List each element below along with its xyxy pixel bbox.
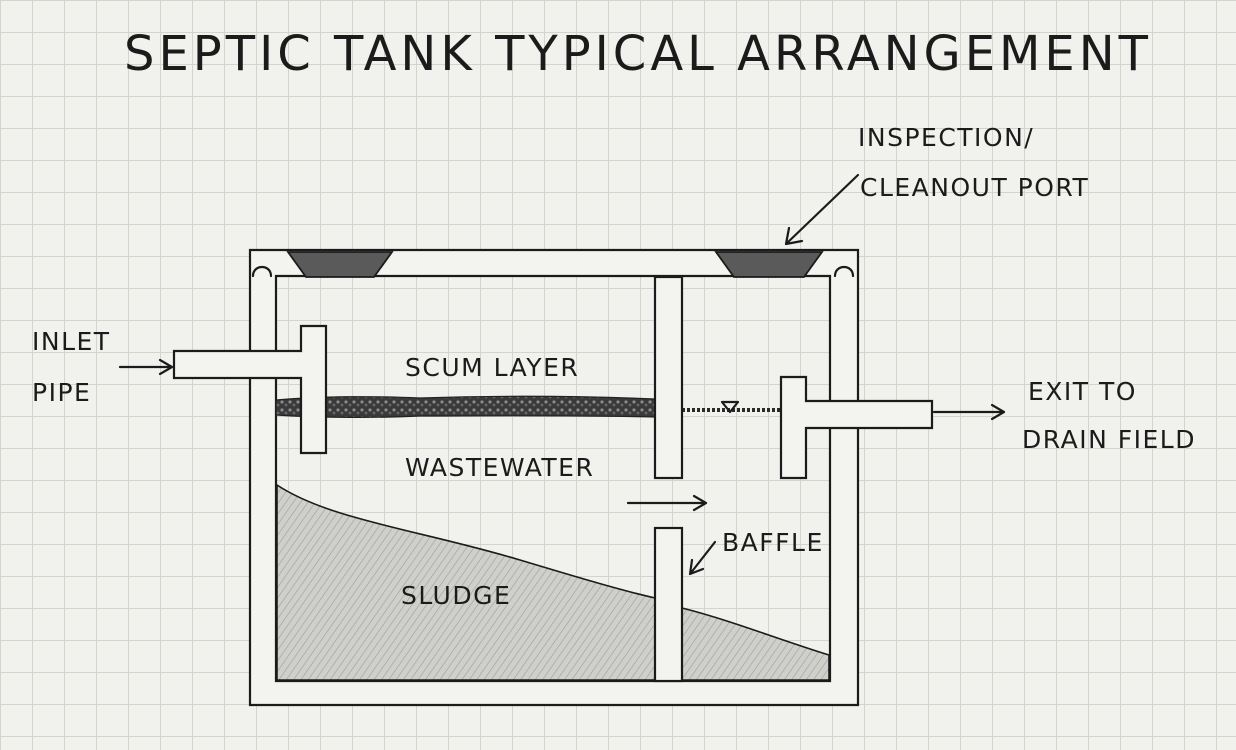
exit-label-line2: DRAIN FIELD bbox=[1022, 425, 1196, 454]
inlet-pipe bbox=[172, 324, 328, 455]
inspection-port-left bbox=[286, 251, 394, 278]
inspection-label-line1: INSPECTION/ bbox=[858, 123, 1034, 152]
lid-handle-right bbox=[833, 265, 855, 278]
scum-layer bbox=[275, 395, 656, 418]
tank-body bbox=[248, 248, 860, 707]
wastewater-label: WASTEWATER bbox=[405, 453, 594, 482]
exit-label-line1: EXIT TO bbox=[1028, 377, 1137, 406]
baffle-lower bbox=[653, 526, 684, 683]
inlet-label-line1: INLET bbox=[32, 327, 111, 356]
baffle-arrow bbox=[688, 540, 717, 576]
water-level-marker bbox=[720, 400, 740, 414]
inlet-label-line2: PIPE bbox=[32, 378, 91, 407]
lid-handle-left bbox=[251, 265, 273, 278]
inlet-arrow bbox=[118, 358, 174, 376]
baffle-upper bbox=[653, 275, 684, 480]
inspection-arrow bbox=[784, 173, 860, 246]
flow-arrow bbox=[626, 494, 708, 512]
baffle-label: BAFFLE bbox=[722, 528, 824, 557]
sludge-left bbox=[276, 483, 656, 681]
inspection-label-line2: CLEANOUT PORT bbox=[860, 173, 1089, 202]
diagram-title: SEPTIC TANK TYPICAL ARRANGEMENT bbox=[124, 26, 1152, 82]
scum-layer-label: SCUM LAYER bbox=[405, 353, 579, 382]
outlet-pipe bbox=[779, 375, 934, 480]
sludge-right bbox=[681, 606, 830, 681]
inspection-port-right bbox=[714, 251, 824, 278]
sludge-label: SLUDGE bbox=[401, 581, 511, 610]
exit-arrow bbox=[932, 403, 1006, 421]
